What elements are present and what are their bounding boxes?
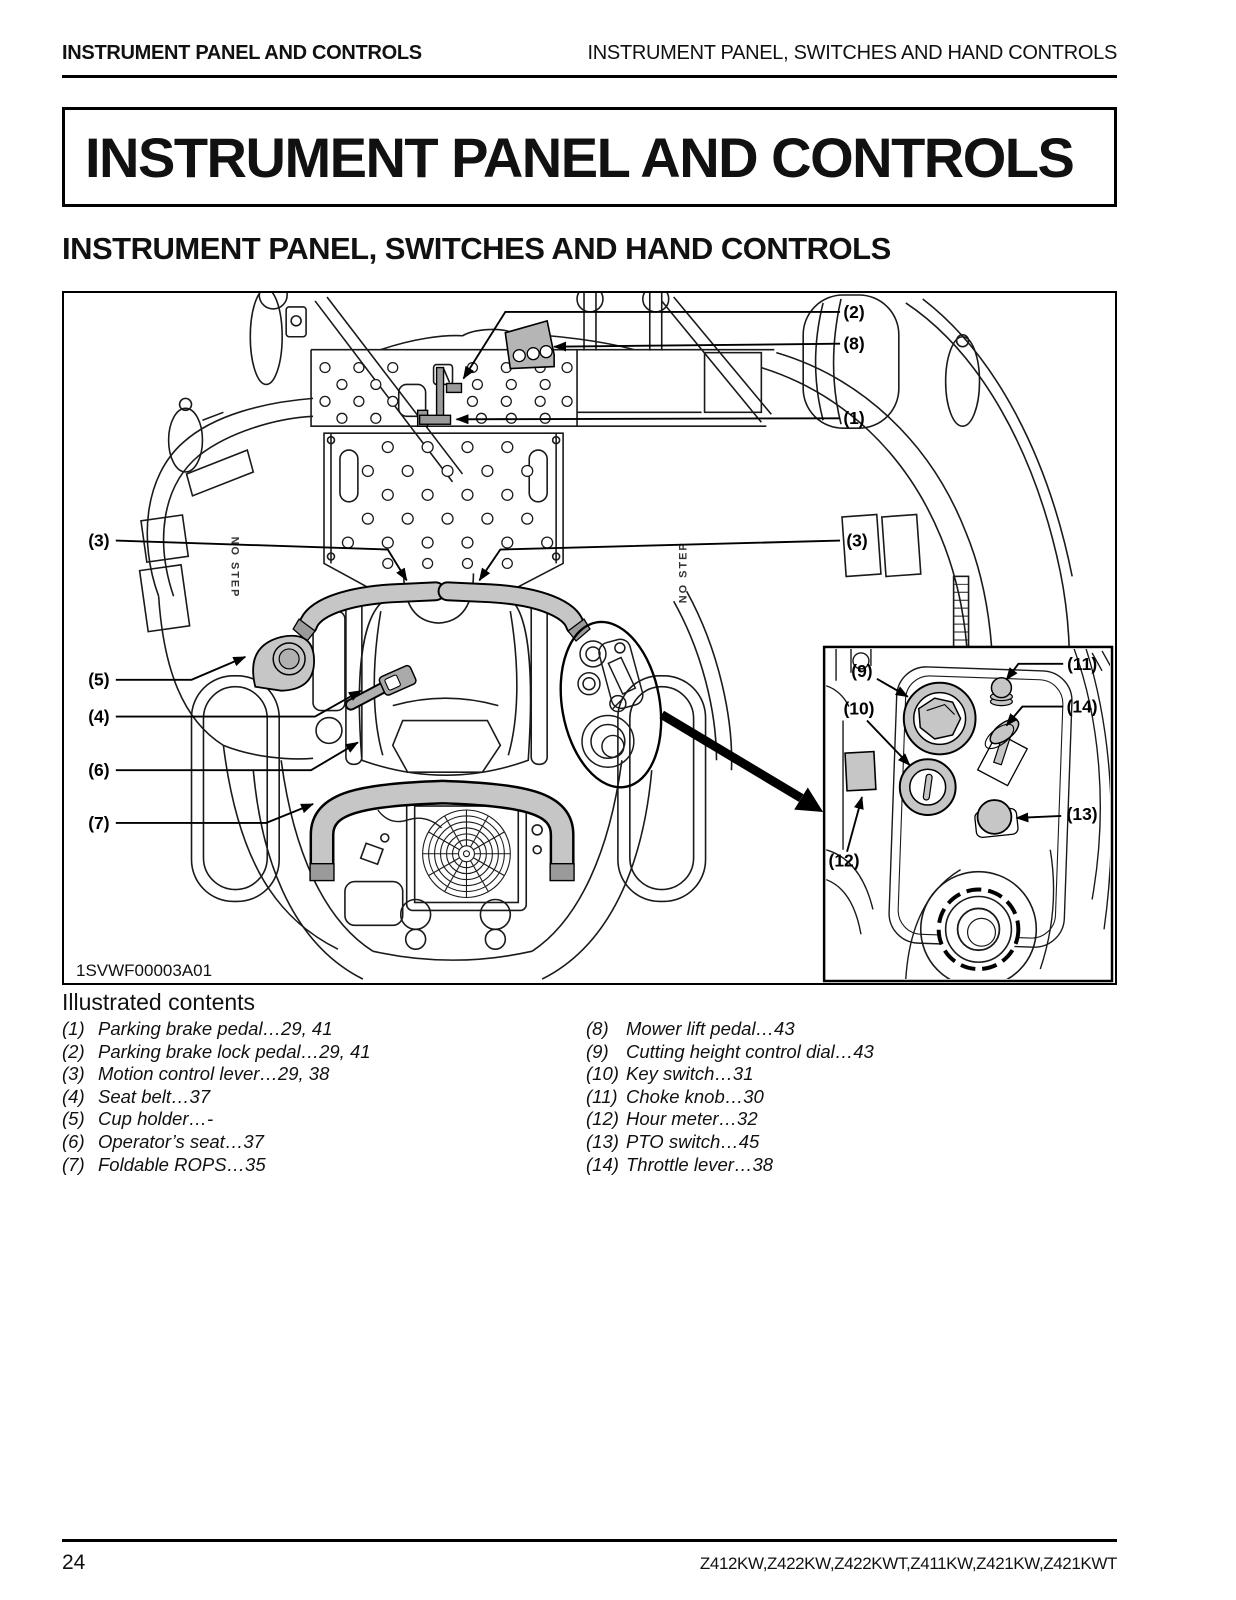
item-number: (1)	[62, 1018, 85, 1039]
cup-holder	[252, 634, 315, 692]
figure-code: 1SVWF00003A01	[72, 961, 217, 981]
motion-control-levers	[292, 581, 591, 642]
page-number: 24	[62, 1551, 86, 1574]
mower-diagram: NO STEP NO STEP	[88, 293, 1114, 983]
chapter-title: INSTRUMENT PANEL AND CONTROLS	[85, 125, 1075, 189]
key-switch	[898, 758, 957, 816]
item-number: (14)	[586, 1153, 619, 1175]
item-text: Key switch…31	[626, 1063, 754, 1085]
figure-box: NO STEP NO STEP	[62, 291, 1117, 985]
header-rule	[62, 75, 1117, 78]
callout-leaders	[115, 310, 1064, 853]
item-number: (12)	[586, 1108, 619, 1130]
callout-9: (9)	[851, 661, 872, 681]
item-text: Mower lift pedal…43	[626, 1018, 795, 1039]
callout-11: (11)	[1067, 654, 1097, 674]
item-text: Motion control lever…29, 38	[98, 1063, 330, 1085]
list-item: (9) Cutting height control dial…43	[586, 1041, 1117, 1064]
running-header: INSTRUMENT PANEL AND CONTROLS INSTRUMENT…	[62, 42, 1117, 65]
list-item: (11) Choke knob…30	[586, 1086, 1117, 1109]
cutting-height-dial	[902, 681, 977, 756]
item-number: (7)	[62, 1153, 85, 1175]
item-number: (2)	[62, 1040, 85, 1062]
item-number: (3)	[62, 1063, 85, 1085]
item-text: Hour meter…32	[626, 1108, 758, 1130]
parking-brake-pedals	[416, 366, 463, 427]
list-item: (5) Cup holder…-	[62, 1108, 577, 1131]
callout-7: (7)	[88, 813, 109, 833]
hour-meter	[844, 750, 877, 792]
callout-2: (2)	[843, 302, 864, 322]
footer: 24 Z412KW,Z422KW,Z422KWT,Z411KW,Z421KW,Z…	[62, 1551, 1117, 1575]
header-left: INSTRUMENT PANEL AND CONTROLS	[62, 42, 422, 64]
list-item: (4) Seat belt…37	[62, 1086, 577, 1109]
instrument-panel-inset	[822, 645, 1114, 983]
list-item: (10) Key switch…31	[586, 1063, 1117, 1086]
list-item: (14) Throttle lever…38	[586, 1154, 1117, 1177]
item-text: Cutting height control dial…43	[626, 1040, 874, 1062]
list-item: (1) Parking brake pedal…29, 41	[62, 1018, 577, 1041]
callout-14: (14)	[1067, 697, 1098, 717]
item-number: (10)	[586, 1063, 619, 1085]
callout-12: (12)	[829, 851, 860, 871]
item-text: Choke knob…30	[626, 1085, 764, 1107]
item-text: Throttle lever…38	[626, 1153, 774, 1175]
callout-10: (10)	[843, 699, 874, 719]
item-text: Parking brake lock pedal…29, 41	[98, 1040, 371, 1062]
item-number: (8)	[586, 1018, 609, 1039]
section-heading: INSTRUMENT PANEL, SWITCHES AND HAND CONT…	[62, 231, 891, 266]
model-list: Z412KW,Z422KW,Z422KWT,Z411KW,Z421KW,Z421…	[699, 1554, 1117, 1573]
mower-lift-pedal	[504, 319, 555, 370]
list-item: (2) Parking brake lock pedal…29, 41	[62, 1041, 577, 1064]
item-text: Foldable ROPS…35	[98, 1153, 266, 1175]
item-text: Seat belt…37	[98, 1085, 211, 1107]
contents-left-column: (1) Parking brake pedal…29, 41 (2) Parking…	[62, 1018, 577, 1176]
illustrated-contents-heading: Illustrated contents	[62, 989, 256, 1015]
item-number: (11)	[586, 1085, 618, 1107]
item-number: (9)	[586, 1040, 609, 1062]
engine-fan	[422, 809, 511, 899]
rops-bar	[309, 779, 575, 882]
fuel-cap	[919, 870, 1038, 980]
seat-belt	[344, 664, 417, 711]
callout-1: (1)	[843, 408, 864, 428]
item-number: (5)	[62, 1108, 85, 1130]
callout-5: (5)	[88, 670, 109, 690]
item-number: (6)	[62, 1130, 85, 1152]
item-text: PTO switch…45	[626, 1130, 760, 1152]
callout-3-right: (3)	[846, 531, 867, 551]
inset-pointer-arrow	[659, 710, 824, 812]
callout-13: (13)	[1067, 804, 1098, 824]
chapter-title-box: INSTRUMENT PANEL AND CONTROLS	[62, 107, 1117, 207]
item-text: Cup holder…-	[98, 1108, 214, 1130]
callout-6: (6)	[88, 760, 109, 780]
no-step-decal-right: NO STEP	[678, 541, 690, 603]
callout-4: (4)	[88, 707, 109, 727]
no-step-decal-left: NO STEP	[228, 537, 240, 599]
list-item: (8) Mower lift pedal…43	[586, 1018, 1117, 1041]
panel-highlight-ellipse	[559, 620, 663, 789]
contents-right-column: (8) Mower lift pedal…43 (9) Cutting height…	[586, 1018, 1117, 1176]
item-text: Parking brake pedal…29, 41	[98, 1018, 333, 1039]
header-right: INSTRUMENT PANEL, SWITCHES AND HAND CONT…	[587, 42, 1118, 64]
list-item: (12) Hour meter…32	[586, 1108, 1117, 1131]
list-item: (6) Operator’s seat…37	[62, 1131, 577, 1154]
list-item: (13) PTO switch…45	[586, 1131, 1117, 1154]
callout-3-left: (3)	[88, 531, 109, 551]
item-number: (13)	[586, 1130, 619, 1152]
item-number: (4)	[62, 1085, 85, 1107]
callout-8: (8)	[843, 334, 864, 354]
list-item: (3) Motion control lever…29, 38	[62, 1063, 577, 1086]
item-text: Operator’s seat…37	[98, 1130, 264, 1152]
choke-knob	[989, 677, 1013, 707]
list-item: (7) Foldable ROPS…35	[62, 1154, 577, 1177]
footer-rule	[62, 1539, 1117, 1542]
control-panel-cluster	[577, 638, 644, 768]
